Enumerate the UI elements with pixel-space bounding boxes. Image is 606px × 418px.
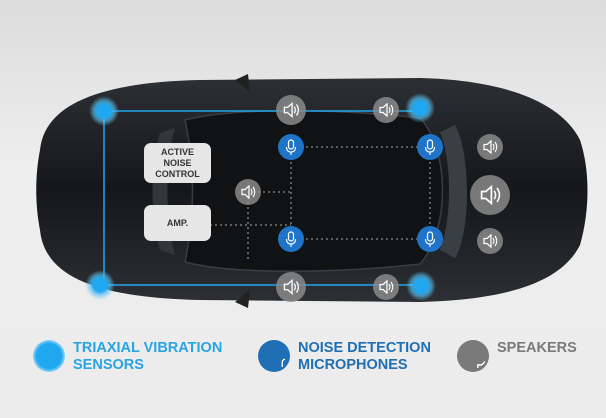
speaker-icon [477,134,503,160]
vibration-sensor [406,271,436,301]
speaker-icon [276,272,306,302]
microphone-icon [278,226,304,252]
legend-label: NOISE DETECTION MICROPHONES [298,340,431,373]
speaker-icon [235,179,261,205]
microphone-icon [417,226,443,252]
microphone-icon [278,134,304,160]
car-body [36,74,588,308]
legend-label: TRIAXIAL VIBRATION SENSORS [73,340,223,373]
legend-label: SPEAKERS [497,340,577,356]
sensor-wiring [100,110,421,286]
microphone-icon [417,134,443,160]
legend-microphones: NOISE DETECTION MICROPHONES [258,340,431,374]
speaker-icon [373,274,399,300]
vibration-sensor-icon [33,340,65,372]
vibration-sensor [405,93,435,123]
mic-links [210,146,431,260]
speaker-icon [477,228,503,254]
legend-vibration-sensors: TRIAXIAL VIBRATION SENSORS [33,340,222,374]
legend-speakers: SPEAKERS [457,340,577,372]
speaker-icon [470,175,510,215]
speaker-icon [457,340,489,372]
active-noise-control-box: ACTIVE NOISE CONTROL [144,143,211,183]
amplifier-box: AMP. [144,205,211,241]
speaker-icon [373,97,399,123]
microphones [278,134,443,252]
vibration-sensors [85,93,436,301]
vibration-sensor [89,96,119,126]
speakers [235,95,510,302]
speaker-icon [276,95,306,125]
vibration-sensor [85,270,115,300]
microphone-icon [258,340,290,372]
